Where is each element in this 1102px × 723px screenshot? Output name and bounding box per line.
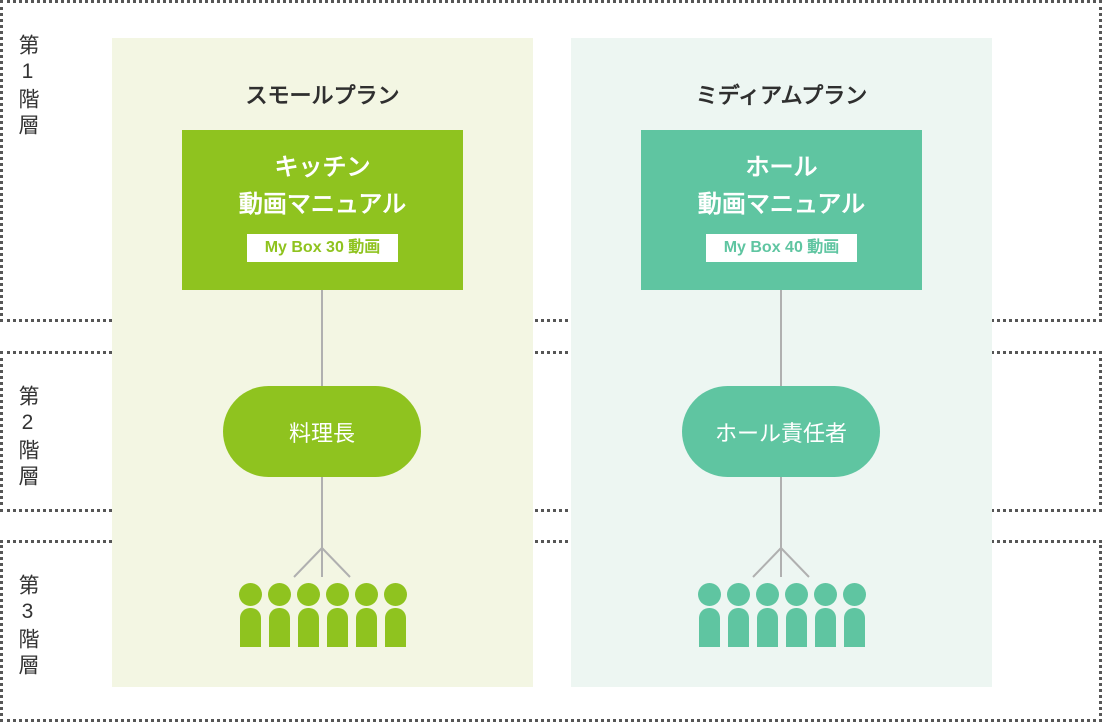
person-head — [842, 583, 866, 606]
manual-box-kitchen: キッチン 動画マニュアル My Box 30 動画 — [182, 130, 463, 290]
manual-box-line1: キッチン — [274, 154, 371, 181]
person-icon — [842, 583, 866, 647]
person-body — [268, 608, 290, 647]
person-body — [785, 608, 807, 647]
person-head — [697, 583, 721, 606]
level-3-label: 第3階層 — [16, 574, 39, 680]
video-count-badge: My Box 30 動画 — [246, 234, 399, 262]
person-icon — [784, 583, 808, 647]
person-icon — [383, 583, 407, 647]
person-body — [756, 608, 778, 647]
person-icon — [813, 583, 837, 647]
person-body — [843, 608, 865, 647]
manual-box-line2: 動画マニュアル — [697, 191, 866, 218]
person-head — [354, 583, 378, 606]
video-count-badge: My Box 40 動画 — [705, 234, 858, 262]
manual-box-line1: ホール — [745, 154, 818, 181]
connector-box-to-manager — [321, 290, 323, 386]
staff-group — [571, 583, 992, 647]
person-head — [238, 583, 262, 606]
manager-pill-hall: ホール責任者 — [682, 386, 880, 477]
connector-manager-to-staff — [293, 477, 351, 578]
person-body — [355, 608, 377, 647]
person-head — [383, 583, 407, 606]
person-icon — [267, 583, 291, 647]
person-body — [297, 608, 319, 647]
person-icon — [238, 583, 262, 647]
manual-box-hall: ホール 動画マニュアル My Box 40 動画 — [641, 130, 922, 290]
person-head — [813, 583, 837, 606]
manual-box-line2: 動画マニュアル — [238, 191, 407, 218]
level-1-label: 第1階層 — [16, 34, 39, 140]
person-head — [784, 583, 808, 606]
staff-group — [112, 583, 533, 647]
person-icon — [755, 583, 779, 647]
person-body — [698, 608, 720, 647]
person-head — [726, 583, 750, 606]
person-body — [384, 608, 406, 647]
connector-manager-to-staff — [752, 477, 810, 578]
person-body — [727, 608, 749, 647]
manager-pill-chef: 料理長 — [223, 386, 421, 477]
person-icon — [325, 583, 349, 647]
person-icon — [697, 583, 721, 647]
connector-box-to-manager — [780, 290, 782, 386]
plan-title-medium: ミディアムプラン — [695, 83, 868, 108]
person-icon — [726, 583, 750, 647]
person-head — [755, 583, 779, 606]
person-head — [296, 583, 320, 606]
person-head — [267, 583, 291, 606]
person-head — [325, 583, 349, 606]
person-icon — [296, 583, 320, 647]
plan-column-medium: ミディアムプラン ホール 動画マニュアル My Box 40 動画 ホール責任者 — [571, 0, 992, 723]
person-body — [239, 608, 261, 647]
person-body — [326, 608, 348, 647]
person-icon — [354, 583, 378, 647]
plan-title-small: スモールプラン — [245, 83, 400, 108]
level-2-label: 第2階層 — [16, 385, 39, 491]
plan-column-small: スモールプラン キッチン 動画マニュアル My Box 30 動画 料理長 — [112, 0, 533, 723]
person-body — [814, 608, 836, 647]
